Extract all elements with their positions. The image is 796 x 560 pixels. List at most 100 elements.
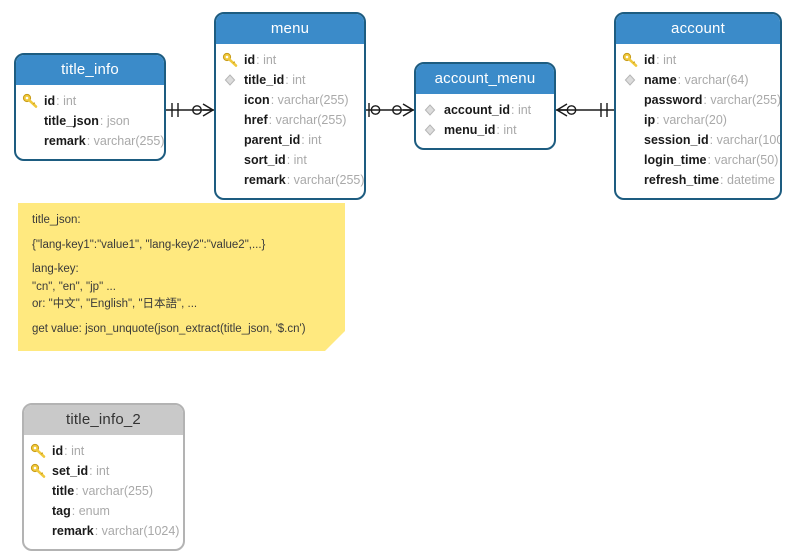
- field-icon-none: [222, 111, 244, 129]
- field-type: : int: [56, 94, 77, 108]
- field-name: menu_id: [444, 123, 496, 137]
- field-name: id: [244, 53, 256, 67]
- field-icon-none: [30, 502, 52, 520]
- field-type: : int: [286, 153, 307, 167]
- field-type: : varchar(255): [286, 173, 365, 187]
- field-row[interactable]: name: varchar(64): [622, 70, 774, 90]
- note-line: lang-key:: [32, 263, 79, 275]
- field-type: : varchar(255): [75, 484, 154, 498]
- field-type: : int: [89, 464, 110, 478]
- field-row[interactable]: href: varchar(255): [222, 110, 358, 130]
- entity-title-account: account: [616, 14, 780, 44]
- entity-fields-title_info_2: id: int set_id: int title: varchar(255): [24, 435, 183, 549]
- field-type: : int: [256, 53, 277, 67]
- field-name: title_json: [44, 114, 99, 128]
- field-row[interactable]: tag: enum: [30, 501, 177, 521]
- field-type: : varchar(50): [707, 153, 779, 167]
- field-type: : varchar(64): [677, 73, 749, 87]
- note-line: get value: json_unquote(json_extract(tit…: [32, 322, 306, 335]
- field-name: remark: [52, 524, 94, 538]
- relationship-menu-account_menu: [366, 103, 414, 117]
- field-type: : json: [99, 114, 130, 128]
- primary-key-icon: [22, 92, 44, 110]
- field-type: : varchar(100): [709, 133, 782, 147]
- note-line: "cn", "en", "jp" ...: [32, 280, 116, 293]
- note-line: {"lang-key1":"value1", "lang-key2":"valu…: [32, 238, 266, 251]
- note-line: or: "中文", "English", "日本語", ...: [32, 298, 198, 310]
- field-row[interactable]: icon: varchar(255): [222, 90, 358, 110]
- field-type: : datetime: [720, 173, 775, 187]
- field-type: : int: [301, 133, 322, 147]
- field-row[interactable]: id: int: [222, 50, 358, 70]
- field-row[interactable]: title_json: json: [22, 111, 158, 131]
- field-name: id: [644, 53, 656, 67]
- field-row[interactable]: remark: varchar(1024): [30, 521, 179, 541]
- field-type: : varchar(255): [86, 134, 165, 148]
- field-name: sort_id: [244, 153, 286, 167]
- field-name: id: [52, 444, 64, 458]
- field-row[interactable]: sort_id: int: [222, 150, 358, 170]
- field-row[interactable]: menu_id: int: [422, 120, 548, 140]
- entity-title-title_info_2: title_info_2: [24, 405, 183, 435]
- field-name: refresh_time: [644, 173, 720, 187]
- field-row[interactable]: session_id: varchar(100): [622, 130, 780, 150]
- field-row[interactable]: password: varchar(255): [622, 90, 780, 110]
- entity-account_menu[interactable]: account_menu account_id: int menu_id: in…: [414, 62, 556, 150]
- field-row[interactable]: set_id: int: [30, 461, 177, 481]
- relationship-title_info-menu: [166, 103, 214, 117]
- field-type: : int: [285, 73, 306, 87]
- entity-title-title_info: title_info: [16, 55, 164, 85]
- field-row[interactable]: remark: varchar(255): [22, 131, 164, 151]
- primary-key-icon: [30, 442, 52, 460]
- field-type: : varchar(255): [268, 113, 347, 127]
- field-name: title: [52, 484, 75, 498]
- entity-title_info[interactable]: title_info id: int title_json: json: [14, 53, 166, 161]
- entity-title-account_menu: account_menu: [416, 64, 554, 94]
- field-type: : enum: [71, 504, 110, 518]
- field-row[interactable]: login_time: varchar(50): [622, 150, 778, 170]
- field-type: : varchar(20): [656, 113, 727, 127]
- field-row[interactable]: id: int: [622, 50, 774, 70]
- note-folded-corner-icon: [325, 331, 345, 351]
- field-row[interactable]: refresh_time: datetime: [622, 170, 775, 190]
- field-row[interactable]: parent_id: int: [222, 130, 358, 150]
- field-type: : varchar(255): [703, 93, 782, 107]
- entity-fields-account_menu: account_id: int menu_id: int: [416, 94, 554, 148]
- entity-menu[interactable]: menu id: int: [214, 12, 366, 200]
- relationship-account_menu-account: [556, 103, 614, 117]
- field-icon-none: [222, 131, 244, 149]
- foreign-key-diamond-icon: [422, 101, 444, 119]
- field-row[interactable]: title: varchar(255): [30, 481, 177, 501]
- entity-account[interactable]: account id: int: [614, 12, 782, 200]
- field-name: name: [644, 73, 677, 87]
- field-name: id: [44, 94, 56, 108]
- field-name: icon: [244, 93, 270, 107]
- field-icon-none: [622, 171, 644, 189]
- field-row[interactable]: id: int: [22, 91, 158, 111]
- entity-title_info_2[interactable]: title_info_2 id: int: [22, 403, 185, 551]
- field-row[interactable]: id: int: [30, 441, 177, 461]
- field-name: tag: [52, 504, 71, 518]
- field-row[interactable]: account_id: int: [422, 100, 548, 120]
- field-type: : int: [64, 444, 85, 458]
- field-icon-none: [622, 131, 644, 149]
- field-name: parent_id: [244, 133, 301, 147]
- field-name: href: [244, 113, 268, 127]
- field-name: remark: [244, 173, 286, 187]
- field-icon-none: [622, 91, 644, 109]
- field-type: : int: [511, 103, 532, 117]
- title_json-note[interactable]: title_json: {"lang-key1":"value1", "lang…: [18, 203, 345, 351]
- entity-fields-account: id: int name: varchar(64) password: varc…: [616, 44, 780, 198]
- primary-key-icon: [222, 51, 244, 69]
- field-row[interactable]: title_id: int: [222, 70, 358, 90]
- foreign-key-diamond-icon: [222, 71, 244, 89]
- entity-title-menu: menu: [216, 14, 364, 44]
- field-name: account_id: [444, 103, 510, 117]
- foreign-key-diamond-icon: [622, 71, 644, 89]
- field-icon-none: [622, 111, 644, 129]
- field-row[interactable]: ip: varchar(20): [622, 110, 774, 130]
- field-icon-none: [22, 132, 44, 150]
- field-row[interactable]: remark: varchar(255): [222, 170, 364, 190]
- entity-fields-menu: id: int title_id: int icon: varchar(255)…: [216, 44, 364, 198]
